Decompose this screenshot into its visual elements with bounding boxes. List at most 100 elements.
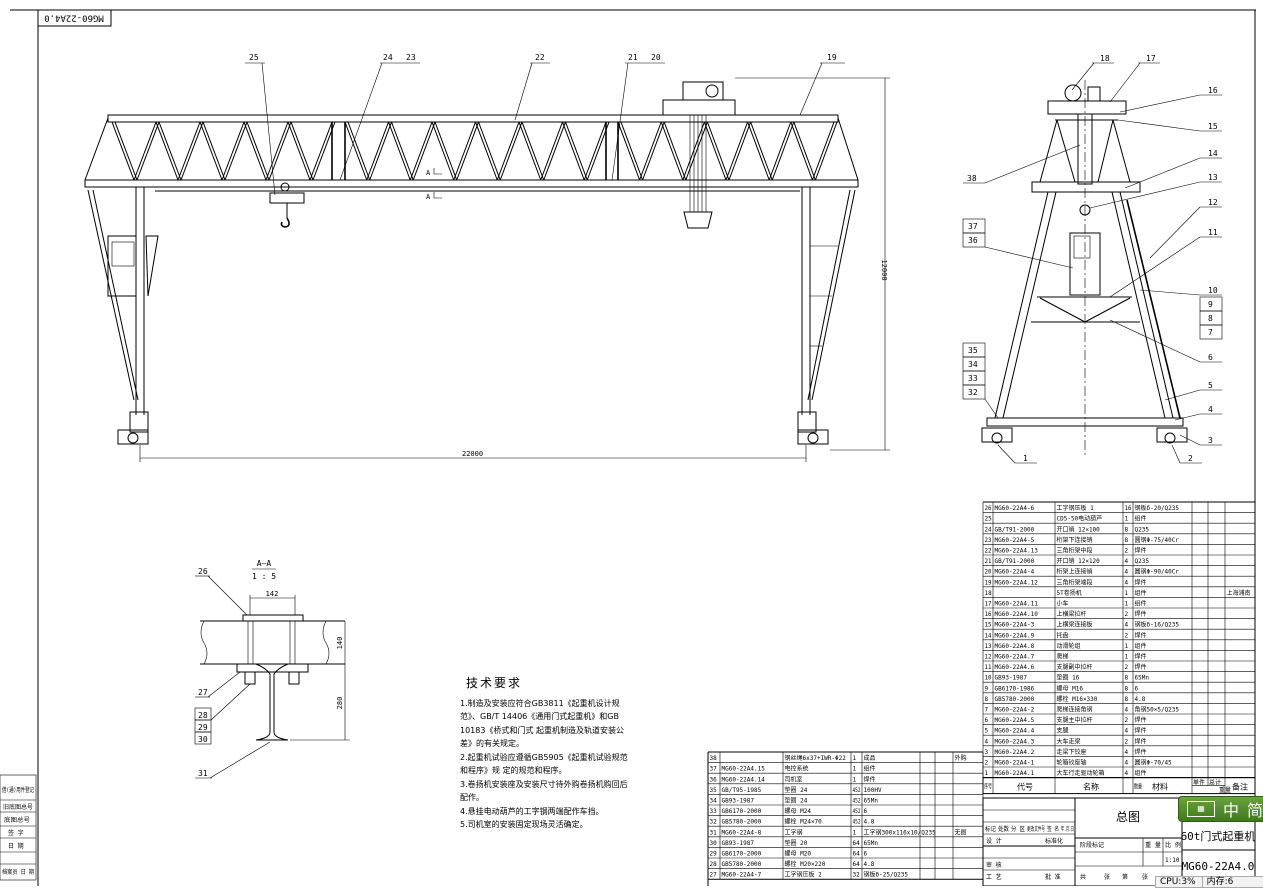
parts-table-upper-cell: 30 [710,840,718,847]
parts-table-upper-cell: 组件 [864,765,876,773]
tb-design: 设 计 [986,837,1002,845]
callout-leader [1109,319,1201,363]
truss-diagonal [114,121,138,181]
parts-table-main-cell: 1 [1125,643,1129,650]
parts-table-upper-cell: MG60-22A4-7 [722,872,762,879]
truss-diagonal [639,121,662,181]
truss-diagonal [158,121,182,181]
truss-diagonal [562,121,585,181]
header-cell: 序号 [984,783,992,791]
parts-table-main-cell: 4 [985,738,989,745]
truss-diagonal [453,121,476,181]
callout-22: 22 [535,53,545,62]
parts-table-main-cell: 圆钢Φ-70/45 [1135,759,1173,767]
electric-hoist [269,182,305,228]
parts-table-main-cell: MG60-22A4-5 [995,537,1035,544]
parts-table-main-cell: 4 [1125,558,1129,565]
parts-table-main-cell: 8 [1125,526,1129,533]
parts-table-upper-cell: 64 [853,861,861,868]
parts-table-upper-cell: MG60-22A4.14 [722,776,766,783]
parts-table-upper-cell: 31 [710,829,718,836]
parts-table-main-cell: 15 [985,622,992,629]
parts-table-main-cell: GB5780-2000 [995,696,1035,703]
parts-table-main-cell: 轮箱铰座轴 [1057,759,1087,767]
drawing-name: 总图 [1116,810,1140,824]
truss-diagonal [642,121,665,181]
parts-table-main-cell: MG60-22A4.6 [995,664,1035,671]
truss-diagonal [347,121,371,181]
callout-16: 16 [1208,86,1218,95]
parts-table-main-cell: 三角桁架端段 [1057,578,1093,586]
callout-3: 3 [1208,436,1213,445]
tech-requirements-title: 技术要求 [466,676,523,690]
callout-34: 34 [968,360,978,369]
parts-table-main-cell: 1 [1125,601,1129,608]
tb-scale: 1:10 [1165,857,1180,864]
parts-table-upper-cell: 29 [710,851,718,858]
parts-table-main-cell: 圆钢Φ-90/40Cr [1135,568,1180,576]
parts-table-main-cell: 工字钢压板 1 [1057,504,1095,512]
truss-diagonal [287,121,311,181]
truss-diagonal [728,121,752,181]
callout-27: 27 [198,688,208,697]
truss-diagonal [177,121,201,181]
truss-diagonal [309,121,333,181]
truss-diagonal [431,121,455,181]
tb-process: 工 艺 [986,873,1002,881]
callout-leader [984,246,1074,269]
truss-diagonal [682,121,705,181]
parts-table-upper-cell: MG60-22A4.15 [722,766,766,773]
keyboard-icon[interactable]: ▦ [1187,801,1215,817]
section-a-a: A—A 1 : 5 142 140 280 26 27 2 [194,559,350,779]
parts-table-upper-cell: GB5780-2000 [722,819,762,826]
callout-38: 38 [967,174,977,183]
parts-table-main-cell: MG60-22A4.4 [995,728,1035,735]
parts-table-main-cell: 焊件 [1135,631,1147,639]
truss-diagonal [133,121,157,181]
parts-table-main-cell: 1 [1125,516,1129,523]
parts-table-main-cell: 8 [1125,537,1129,544]
callout-37: 37 [968,222,978,231]
section-mark-top: A [426,169,431,177]
parts-table-main-cell: 角钢50×5/Q235 [1135,706,1180,714]
truss-diagonal [565,121,588,181]
front-view: A A 22000 12000 25 24 23 22 21 20 [84,53,890,462]
callout-11: 11 [1208,228,1218,237]
parts-table-upper-cell: 65Mn [864,798,879,805]
parts-table-upper-cell: 32 [710,819,718,826]
stub-label: 底图总号 [4,816,30,824]
parts-table-main-cell: 1 [1125,590,1129,597]
callout-28: 28 [198,711,208,720]
parts-table-upper-cell: 452 [853,787,861,794]
parts-table-upper-cell: GB6170-2000 [722,851,762,858]
callout-14: 14 [1208,149,1218,158]
parts-table-upper-cell: 无图 [955,829,967,836]
parts-table-upper-cell: GB/T95-1985 [722,787,762,794]
parts-table-main-cell: 螺母 M16 [1057,684,1084,692]
parts-table-main-cell: MG60-22A4-4 [995,569,1035,576]
ime-toolbar[interactable]: ▦ 中 简 [1178,796,1263,822]
parts-table-main-cell: 25 [985,516,993,523]
parts-table-main-cell: 17 [985,601,992,608]
callout-5: 5 [1208,381,1213,390]
parts-table-upper-cell: 螺母 M24 [785,807,812,815]
ime-chinese-toggle[interactable]: 中 [1223,801,1240,820]
callout-leader [1109,236,1201,298]
truss-diagonal [660,121,684,181]
tb-sheets: 张 [1104,873,1110,881]
callout-35: 35 [968,346,978,355]
parts-table-main-cell: GB6170-1986 [995,685,1035,692]
truss-diagonal [136,121,160,181]
parts-table-upper-cell: 28 [710,861,718,868]
ime-simplified-toggle[interactable]: 简 [1247,801,1263,820]
callout-leader [984,144,1081,184]
parts-table-main-cell: 开口销 12×120 [1057,557,1101,565]
